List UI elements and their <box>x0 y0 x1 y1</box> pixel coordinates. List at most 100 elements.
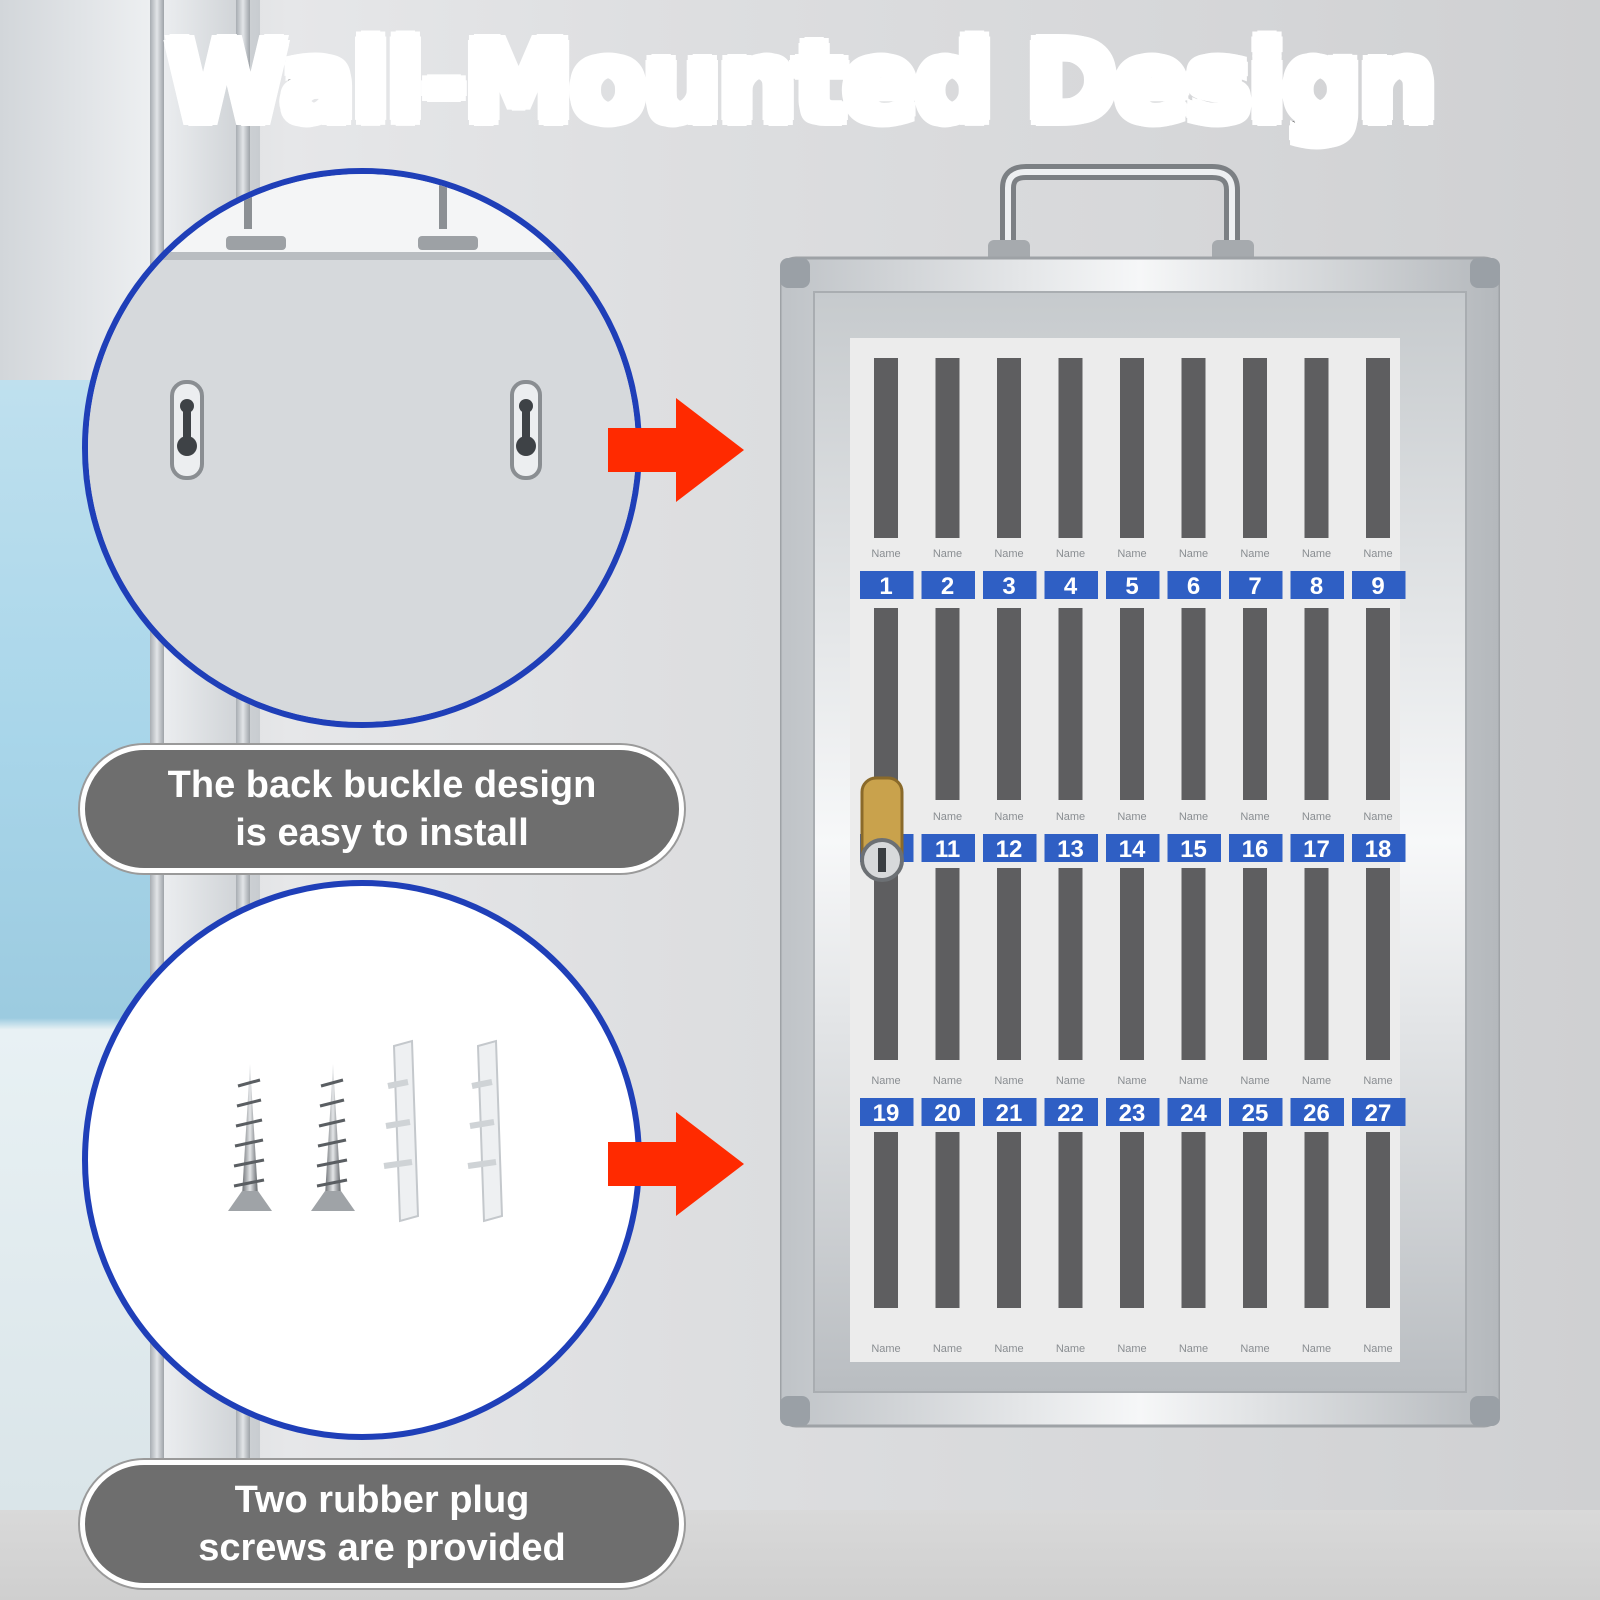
key-slot <box>874 608 898 800</box>
slot-name-label: Name <box>1179 811 1208 823</box>
slot-number: 23 <box>1119 1100 1146 1127</box>
slot-number-badge <box>1106 1098 1160 1126</box>
back-panel-zoom <box>82 168 642 728</box>
slot-number: 9 <box>1371 573 1384 600</box>
slot-number-badge <box>1290 1098 1344 1126</box>
key-slot <box>1058 868 1083 1060</box>
callout-line: Two rubber plug <box>234 1479 530 1521</box>
key-slot <box>1181 358 1206 538</box>
slot-name-label: Name <box>1056 811 1085 823</box>
slot-number: 12 <box>996 836 1023 863</box>
slot-number-badge <box>1352 834 1406 862</box>
key-slot <box>1058 608 1083 800</box>
slot-number: 26 <box>1303 1100 1330 1127</box>
slot-name-label: Name <box>1179 1075 1208 1087</box>
screw-icon <box>228 1064 272 1211</box>
slot-number-badge <box>1229 834 1283 862</box>
slot-number-badge <box>1106 571 1160 599</box>
slot-number-badge <box>860 571 914 599</box>
slot-number-badge <box>1229 1098 1283 1126</box>
slot-number: 1 <box>879 573 892 600</box>
slot-name-label: Name <box>994 811 1023 823</box>
key-slot <box>1181 868 1206 1060</box>
callout-screws: Two rubber plug screws are provided <box>80 1460 684 1588</box>
key-slot <box>874 358 898 538</box>
slot-name-label: Name <box>1240 1075 1269 1087</box>
slot-name-label: Name <box>1363 811 1392 823</box>
key-slot <box>1120 608 1144 800</box>
screw-icon <box>311 1064 355 1211</box>
slot-number: 27 <box>1365 1100 1392 1127</box>
key-slot <box>935 358 960 538</box>
slot-number-badge <box>1044 1098 1098 1126</box>
headline: Wall-Mounted Design <box>164 16 1440 149</box>
slot-number-badge <box>1290 571 1344 599</box>
slot-number-badge <box>921 571 975 599</box>
slot-name-label: Name <box>933 811 962 823</box>
key-slot <box>1243 358 1267 538</box>
back-panel-illustration <box>88 174 636 722</box>
slot-name-label: Name <box>1302 1343 1331 1355</box>
cabinet-illustration: Name1Name2Name3Name4Name5Name6Name7Name8… <box>778 164 1502 1428</box>
key-slot <box>1304 608 1329 800</box>
slot-number-badge <box>983 834 1037 862</box>
slot-name-label: Name <box>994 1075 1023 1087</box>
key-slot <box>997 868 1021 1060</box>
key-slot <box>1058 358 1083 538</box>
slot-name-label: Name <box>1117 1075 1146 1087</box>
key-slot <box>935 868 960 1060</box>
lock-icon <box>860 776 904 882</box>
handle-icon <box>988 164 1254 264</box>
slot-name-label: Name <box>1302 811 1331 823</box>
slot-number-badge <box>1290 834 1344 862</box>
key-slot <box>997 608 1021 800</box>
arrow-right-icon <box>608 1112 744 1216</box>
slot-number-badge <box>1044 571 1098 599</box>
slot-number-badge <box>860 1098 914 1126</box>
slot-number: 14 <box>1119 836 1146 863</box>
slot-number-badge <box>1044 834 1098 862</box>
slot-number: 5 <box>1125 573 1138 600</box>
slot-number-badge <box>1167 571 1221 599</box>
key-slot <box>1304 1132 1329 1308</box>
key-slot <box>1120 1132 1144 1308</box>
key-slot <box>997 358 1021 538</box>
slot-number: 17 <box>1303 836 1330 863</box>
slot-name-label: Name <box>1302 1075 1331 1087</box>
slot-number-badge <box>1229 571 1283 599</box>
slot-number-badge <box>1352 571 1406 599</box>
slot-number-badge <box>983 1098 1037 1126</box>
slot-name-label: Name <box>1056 1075 1085 1087</box>
slot-number-badge <box>921 1098 975 1126</box>
key-slot <box>874 1132 898 1308</box>
slot-number: 18 <box>1365 836 1392 863</box>
slot-name-label: Name <box>1117 811 1146 823</box>
slot-number: 3 <box>1002 573 1015 600</box>
key-slot <box>1243 1132 1267 1308</box>
key-slot <box>1366 1132 1390 1308</box>
slot-number: 4 <box>1064 573 1078 600</box>
slot-number-badge <box>1106 834 1160 862</box>
slot-name-label: Name <box>871 548 900 560</box>
slot-number: 11 <box>935 836 960 863</box>
slot-number: 20 <box>934 1100 961 1127</box>
slot-number: 19 <box>873 1100 900 1127</box>
wall-plug-icon <box>467 1039 504 1223</box>
slot-name-label: Name <box>1363 1343 1392 1355</box>
slot-number: 13 <box>1057 836 1084 863</box>
slot-name-label: Name <box>871 1343 900 1355</box>
hardware-zoom <box>82 880 642 1440</box>
slot-number-badge <box>1167 834 1221 862</box>
key-slot <box>935 1132 960 1308</box>
key-slot <box>1304 868 1329 1060</box>
key-slot <box>874 868 898 1060</box>
slot-number: 22 <box>1057 1100 1084 1127</box>
slot-name-label: Name <box>1179 548 1208 560</box>
arrow-right-icon <box>608 398 744 502</box>
hardware-illustration <box>228 1039 504 1223</box>
key-slot <box>1058 1132 1083 1308</box>
slot-number: 15 <box>1180 836 1207 863</box>
callout-line: screws are provided <box>198 1527 566 1569</box>
key-slot <box>997 1132 1021 1308</box>
